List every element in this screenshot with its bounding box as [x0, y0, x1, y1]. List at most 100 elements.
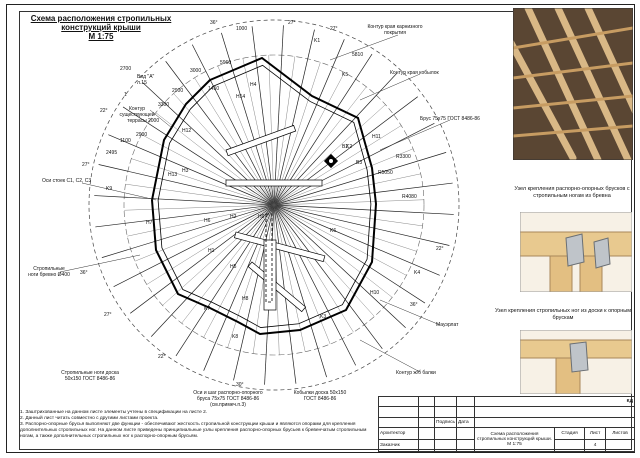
sheets-header: Листов: [605, 427, 635, 441]
post-axis: [265, 213, 273, 303]
brace-beam: [225, 179, 323, 187]
rafter-line: [273, 204, 423, 227]
brace-axis-callout: Оси и шаг распорно-опорного бруса 75x75 …: [193, 390, 263, 408]
rafter-line: [273, 173, 421, 206]
element-mark: H14: [236, 94, 246, 100]
beam-callout: Брус 75x75 ГОСТ 8486-86: [420, 116, 480, 122]
posts-axis-callout: Оси стоек С1, С2, С3: [42, 178, 92, 184]
rafter-line: [233, 204, 275, 381]
element-mark: H6: [204, 218, 211, 224]
rafter-line: [203, 204, 275, 338]
rafter-line: [124, 204, 275, 211]
stage-header: Стадия: [553, 427, 586, 441]
angle-label: 22°: [100, 108, 108, 114]
rafter-line: [273, 204, 375, 317]
rafter-photo: [513, 8, 633, 160]
dimension-label: 2495: [106, 150, 118, 156]
rafter-line: [98, 164, 275, 206]
element-mark: H1: [208, 248, 215, 254]
rafter-line: [113, 204, 275, 288]
sign-header: Подпись: [434, 416, 457, 429]
rafter-line: [122, 106, 275, 206]
rafter-line: [181, 204, 275, 324]
rafter-line: [273, 204, 454, 215]
building-contour: [150, 56, 378, 336]
dimension-label: 2000: [148, 118, 160, 124]
rafter-line: [251, 26, 275, 206]
dimension-label: 2900: [136, 132, 148, 138]
element-mark: K5: [342, 72, 349, 78]
element-mark: H10: [370, 290, 380, 296]
rafter-line: [273, 148, 414, 206]
radius-3300: R3300: [396, 154, 411, 160]
rafter-line: [273, 204, 426, 304]
element-mark: K2: [346, 144, 353, 150]
element-mark: K9: [106, 186, 113, 192]
date-header: Дата: [455, 416, 475, 429]
rafter-line: [173, 93, 275, 206]
mauerlat-callout: Мауэрлат: [436, 322, 459, 328]
dimension-label: 5960: [220, 60, 232, 66]
element-mark: H5: [230, 264, 237, 270]
element-mark: B2: [342, 144, 349, 150]
rafter-line: [273, 104, 386, 206]
rafter-line: [273, 204, 407, 276]
ridge-contour-callout: Контур края кобылок: [390, 70, 439, 76]
leader-line: [81, 182, 157, 201]
element-mark: H2: [230, 214, 237, 220]
notes-block: 1. Заштрихованные на данном листе элемен…: [20, 410, 375, 440]
node2-detail: [520, 330, 632, 394]
plan-geometry: [59, 19, 460, 391]
angle-label: 27°: [330, 26, 338, 32]
element-mark: K1: [314, 38, 321, 44]
dimension-label: 1100: [120, 138, 131, 144]
element-mark: H9: [258, 214, 265, 220]
element-mark: H11: [372, 134, 381, 140]
rafter-boards-callout: Стропильные ноги доска 50x150 ГОСТ 8486-…: [61, 370, 119, 382]
customer-row: Заказчик: [378, 439, 419, 452]
leader-line: [59, 254, 141, 273]
rafter-line: [221, 32, 275, 206]
note-item: 1. Заштрихованные на данном листе элемен…: [20, 410, 208, 415]
rafter-line: [125, 183, 275, 206]
element-mark: K7: [204, 306, 211, 312]
element-mark: K4: [414, 270, 421, 276]
title-scale: М 1:75: [88, 32, 114, 41]
rafter-line: [203, 204, 275, 371]
rafter-line: [273, 29, 315, 206]
rafter-line: [127, 204, 275, 237]
leader-line: [379, 119, 451, 151]
element-mark: H13: [168, 172, 178, 178]
brace-beam: [247, 261, 307, 313]
mauerlat-contour: [157, 64, 372, 328]
rafter-line: [273, 204, 417, 252]
element-mark: 1: [124, 92, 127, 98]
roof-edge-callout: Контур края карнизного покрытия: [367, 24, 423, 36]
element-mark: K6: [330, 228, 337, 234]
view-marker-dot: [329, 159, 333, 163]
leader-line: [149, 109, 173, 129]
rafter-line: [227, 204, 275, 348]
rafter-line: [273, 204, 440, 276]
radius-5050: R5050: [378, 170, 393, 176]
rafter-line: [273, 204, 450, 246]
element-mark: H7: [146, 220, 153, 226]
dimension-label: 2700: [120, 66, 132, 72]
leader-line: [359, 339, 421, 373]
rafter-line: [273, 204, 393, 298]
radius-4080: R4080: [402, 194, 417, 200]
rafter-line: [273, 152, 447, 206]
rafter-line: [273, 204, 306, 352]
element-mark: H12: [182, 128, 192, 134]
angle-label: 27°: [104, 312, 112, 318]
rafter-line: [273, 25, 284, 206]
element-mark: K3: [320, 314, 327, 320]
dimension-label: 2900: [172, 88, 184, 94]
element-mark: K8: [232, 334, 239, 340]
angle-label: 36°: [410, 302, 418, 308]
leader-line: [359, 73, 421, 101]
note-item: 3. Распорно-опорные брусья выполняют две…: [20, 422, 367, 439]
angle-label: 22°: [436, 246, 444, 252]
sheet-title: Схема расположения стропильных конструкц…: [473, 427, 555, 452]
rafter-line: [175, 204, 275, 357]
